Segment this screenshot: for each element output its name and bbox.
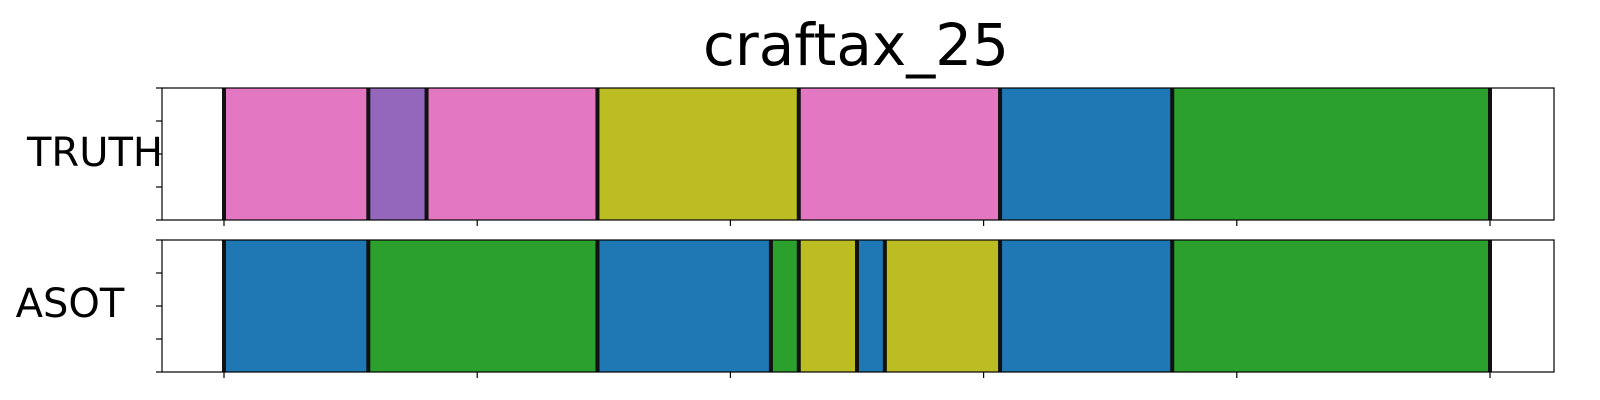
truth-segment-4 (798, 88, 1001, 220)
truth-row-label: TRUTH (26, 130, 163, 176)
asot-ticks (156, 239, 1491, 378)
truth-segment-2 (426, 88, 598, 220)
truth-segments (224, 88, 1490, 220)
asot-segment-2 (597, 240, 771, 372)
asot-segments (224, 240, 1490, 372)
asot-segment-1 (368, 240, 598, 372)
asot-segment-0 (224, 240, 369, 372)
asot-segment-3 (770, 240, 799, 372)
truth-segment-0 (224, 88, 369, 220)
asot-segment-5 (857, 240, 885, 372)
truth-segment-1 (368, 88, 427, 220)
chart-title: craftax_25 (703, 11, 1009, 79)
asot-segment-7 (1000, 240, 1173, 372)
truth-segment-6 (1172, 88, 1490, 220)
asot-row-label: ASOT (16, 281, 125, 327)
truth-segment-5 (1000, 88, 1173, 220)
asot-boundaries (222, 240, 1492, 372)
truth-segment-3 (597, 88, 799, 220)
truth-boundaries (222, 88, 1492, 220)
asot-segment-4 (798, 240, 857, 372)
asot-segment-6 (884, 240, 1001, 372)
truth-ticks (156, 87, 1491, 226)
asot-segment-8 (1172, 240, 1490, 372)
truth-row: TRUTH (26, 87, 1555, 226)
asot-row: ASOT (16, 239, 1555, 378)
